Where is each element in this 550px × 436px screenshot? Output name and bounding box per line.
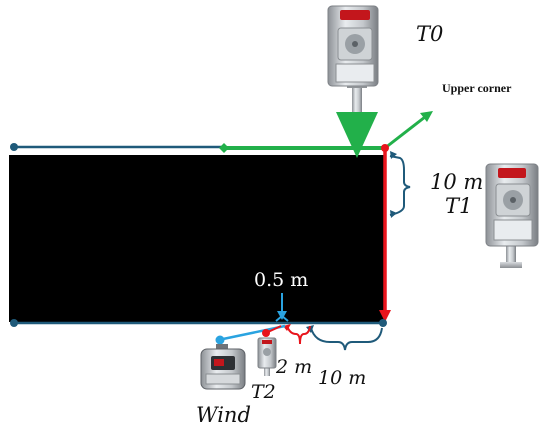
bottom-boundary-line	[10, 319, 387, 327]
distance-0-5m-label: 0.5 m	[254, 269, 308, 291]
bottom-brace-icon	[310, 327, 383, 351]
t2-marker	[262, 325, 282, 337]
t0-sensor-icon	[327, 5, 379, 112]
upper-corner-label: Upper corner	[442, 81, 512, 95]
red-2m-brace-icon	[286, 325, 311, 345]
roadway-block	[9, 155, 386, 322]
distance-2m-label: 2 m	[275, 356, 312, 378]
t1-label: T1	[445, 194, 472, 218]
distance-10m-bottom-label: 10 m	[318, 367, 366, 389]
green-airflow-lines	[219, 111, 433, 158]
wind-sensor-icon	[200, 344, 246, 390]
t2-sensor-icon	[257, 337, 277, 376]
distance-10m-right-label: 10 m	[430, 170, 483, 194]
wind-label: Wind	[196, 403, 251, 427]
top-boundary-line	[10, 143, 226, 151]
t0-label: T0	[416, 22, 443, 46]
red-corner-line	[379, 144, 391, 322]
right-brace-icon	[389, 155, 411, 216]
t2-label: T2	[251, 381, 276, 403]
t1-sensor-icon	[485, 163, 539, 268]
wind-sensor-line	[215, 293, 289, 345]
